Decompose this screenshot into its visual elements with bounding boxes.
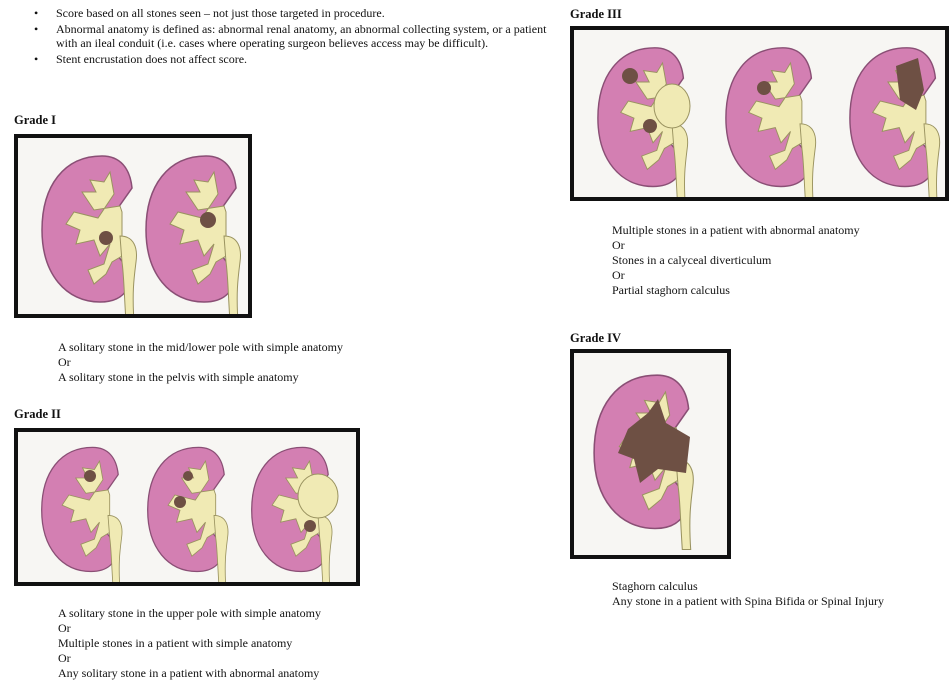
grade-4-illustration xyxy=(570,349,731,559)
caption-line: Multiple stones in a patient with simple… xyxy=(58,636,321,651)
grade-3-title: Grade III xyxy=(570,7,622,22)
caption-line: Or xyxy=(612,268,860,283)
caption-line: A solitary stone in the pelvis with simp… xyxy=(58,370,343,385)
grade-2-kidneys-drawing xyxy=(18,432,356,582)
caption-line: Multiple stones in a patient with abnorm… xyxy=(612,223,860,238)
caption-line: Any stone in a patient with Spina Bifida… xyxy=(612,594,884,609)
caption-line: Or xyxy=(58,651,321,666)
caption-line: Or xyxy=(58,355,343,370)
grade-4-caption: Staghorn calculus Any stone in a patient… xyxy=(612,579,884,609)
caption-line: Staghorn calculus xyxy=(612,579,884,594)
caption-line: A solitary stone in the upper pole with … xyxy=(58,606,321,621)
stone-mark xyxy=(183,471,193,481)
grade-4-title: Grade IV xyxy=(570,331,621,346)
caption-line: Or xyxy=(58,621,321,636)
grade-3-caption: Multiple stones in a patient with abnorm… xyxy=(612,223,860,298)
stone-mark xyxy=(84,470,96,482)
caption-line: A solitary stone in the mid/lower pole w… xyxy=(58,340,343,355)
note-item: Stent encrustation does not affect score… xyxy=(34,52,554,67)
stone-mark xyxy=(304,520,316,532)
grade-1-illustration xyxy=(14,134,252,318)
grade-3-kidneys-drawing xyxy=(574,30,945,197)
grade-2-title: Grade II xyxy=(14,407,61,422)
grade-2-caption: A solitary stone in the upper pole with … xyxy=(58,606,321,681)
stone-mark xyxy=(99,231,113,245)
caption-line: Any solitary stone in a patient with abn… xyxy=(58,666,321,681)
grade-4-kidney-drawing xyxy=(574,353,727,555)
note-item: Abnormal anatomy is defined as: abnormal… xyxy=(34,22,554,51)
caption-line: Partial staghorn calculus xyxy=(612,283,860,298)
stone-mark xyxy=(200,212,216,228)
caption-line: Or xyxy=(612,238,860,253)
stone-mark xyxy=(757,81,771,95)
stone-mark xyxy=(622,68,638,84)
grade-2-illustration xyxy=(14,428,360,586)
notes-list: Score based on all stones seen – not jus… xyxy=(34,6,554,67)
note-item: Score based on all stones seen – not jus… xyxy=(34,6,554,21)
grade-1-kidneys-drawing xyxy=(18,138,248,314)
grade-1-title: Grade I xyxy=(14,113,56,128)
grade-1-caption: A solitary stone in the mid/lower pole w… xyxy=(58,340,343,385)
caption-line: Stones in a calyceal diverticulum xyxy=(612,253,860,268)
stone-mark xyxy=(174,496,186,508)
stone-mark xyxy=(643,119,657,133)
grade-3-illustration xyxy=(570,26,949,201)
